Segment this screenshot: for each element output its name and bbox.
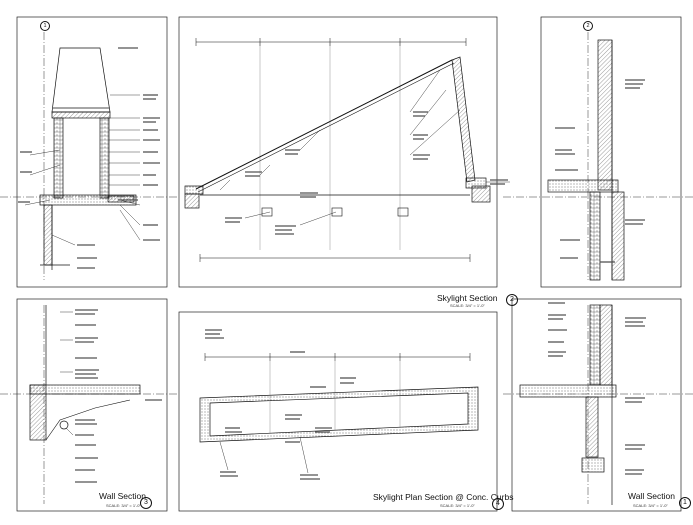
panel-d-wall-section: [29, 305, 162, 483]
grid-bubble-2-top: 2: [583, 21, 593, 31]
skylight-section-title: Skylight Section: [437, 293, 498, 303]
skylight-plan-section-scale: SCALE: 3/4" = 1'-0": [440, 503, 475, 508]
wall-section-1-title: Wall Section: [628, 491, 675, 501]
skylight-section-bubble: 2: [506, 294, 518, 306]
skylight-section-scale: SCALE: 3/4" = 1'-0": [450, 303, 485, 308]
panel-c-wall-section: [547, 39, 645, 281]
panel-a-wall-section: [18, 47, 160, 270]
wall-section-3-title: Wall Section: [99, 491, 146, 501]
wall-section-1-bubble: 1: [679, 497, 691, 509]
skylight-plan-section-title: Skylight Plan Section @ Conc. Curbs: [373, 492, 514, 502]
wall-section-3-bubble: 3: [140, 497, 152, 509]
grid-bubble-1-top: 1: [40, 21, 50, 31]
wall-section-3-scale: SCALE: 3/4" = 1'-0": [106, 503, 141, 508]
skylight-plan-section-bubble: 4: [492, 498, 504, 510]
panel-b-skylight-section: [184, 38, 510, 262]
panel-e-plan-section: [199, 329, 479, 480]
panel-f-wall-section: [519, 302, 646, 505]
wall-section-1-scale: SCALE: 3/4" = 1'-0": [633, 503, 668, 508]
panel-frames: [16, 16, 682, 512]
